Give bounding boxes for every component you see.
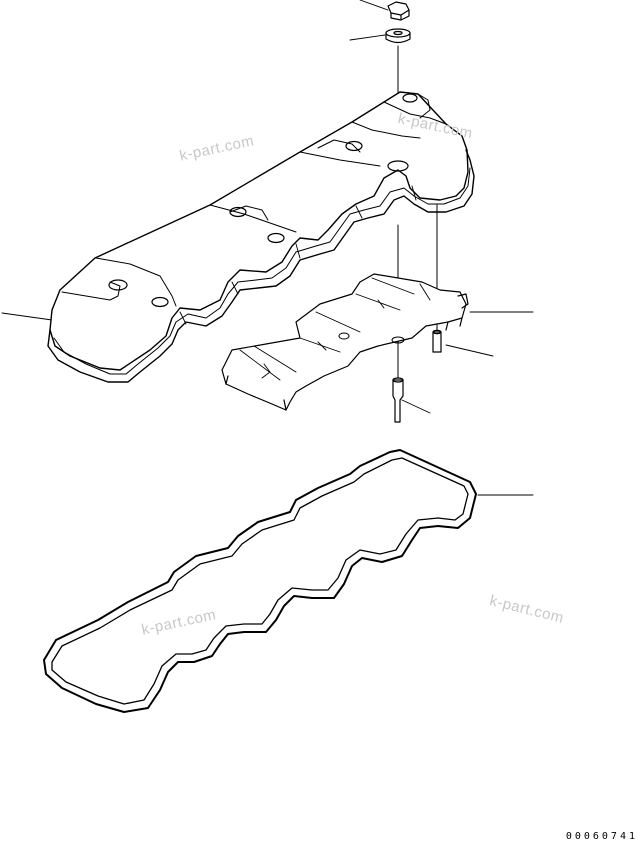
rocker-cover: [47, 91, 475, 383]
leader-lines: [1, 0, 534, 496]
rocker-cover-gasket: [43, 449, 477, 713]
mounting-bolt-long: [392, 377, 404, 423]
mounting-bolt-short: [432, 329, 442, 353]
baffle-plate: [221, 273, 469, 411]
drawing-code: 00060741: [565, 831, 638, 842]
flange-nut: [387, 1, 410, 21]
seal-washer: [385, 28, 411, 44]
